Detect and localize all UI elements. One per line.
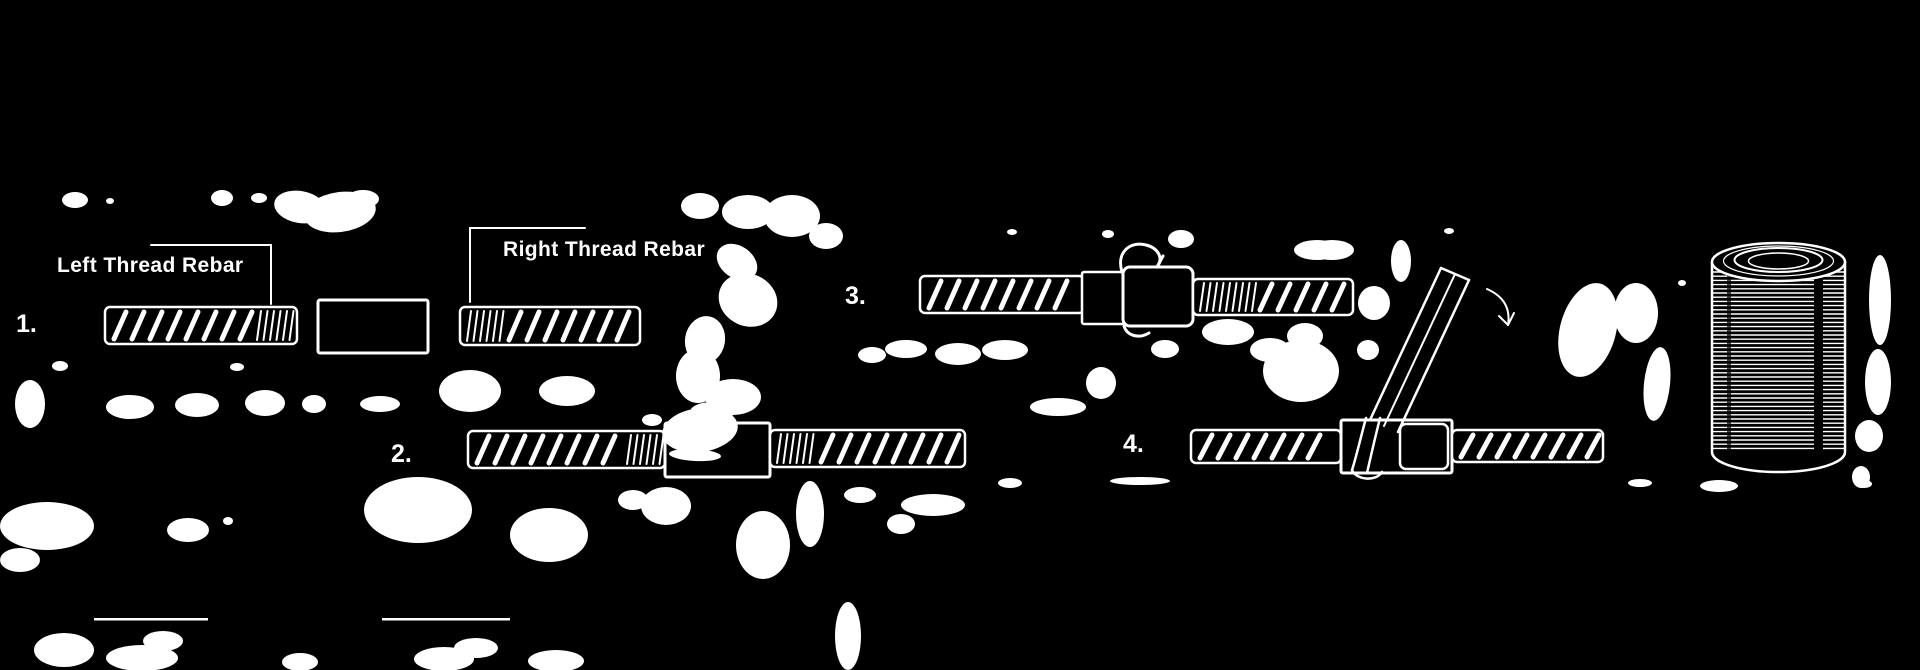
wrench-motion-arrow [1486, 288, 1515, 326]
step-4-right-rebar [1450, 428, 1605, 464]
right-label-leader-line [469, 227, 586, 303]
step-1-group [103, 227, 642, 355]
step-3-group [918, 242, 1355, 338]
step-1-number: 1. [16, 310, 37, 338]
step-3-left-rebar [918, 274, 1086, 315]
step-4-group [1189, 266, 1605, 480]
step-3-number: 3. [845, 282, 866, 310]
step-4-left-rebar [1189, 428, 1343, 465]
step-2-right-rebar [768, 428, 967, 469]
photo-noise-under [0, 190, 1891, 670]
step-2-group [466, 421, 967, 479]
step-1-right-thread-rebar [458, 305, 642, 347]
step-2-left-rebar [466, 429, 667, 470]
photo-noise-over [642, 286, 1390, 462]
left-label-leader-line [150, 244, 272, 305]
step-2-number: 2. [391, 440, 412, 468]
right-thread-rebar-label: Right Thread Rebar [503, 238, 706, 261]
step-4-number: 4. [1123, 430, 1144, 458]
torque-wrench [1350, 266, 1471, 480]
step-3-coupler [1080, 265, 1195, 328]
threaded-coupler-cylinder [1710, 241, 1847, 474]
left-thread-rebar-label: Left Thread Rebar [57, 254, 244, 277]
rotation-arrow [1119, 242, 1165, 338]
step-3-right-rebar [1191, 277, 1355, 317]
step-1-left-thread-rebar [103, 305, 299, 346]
